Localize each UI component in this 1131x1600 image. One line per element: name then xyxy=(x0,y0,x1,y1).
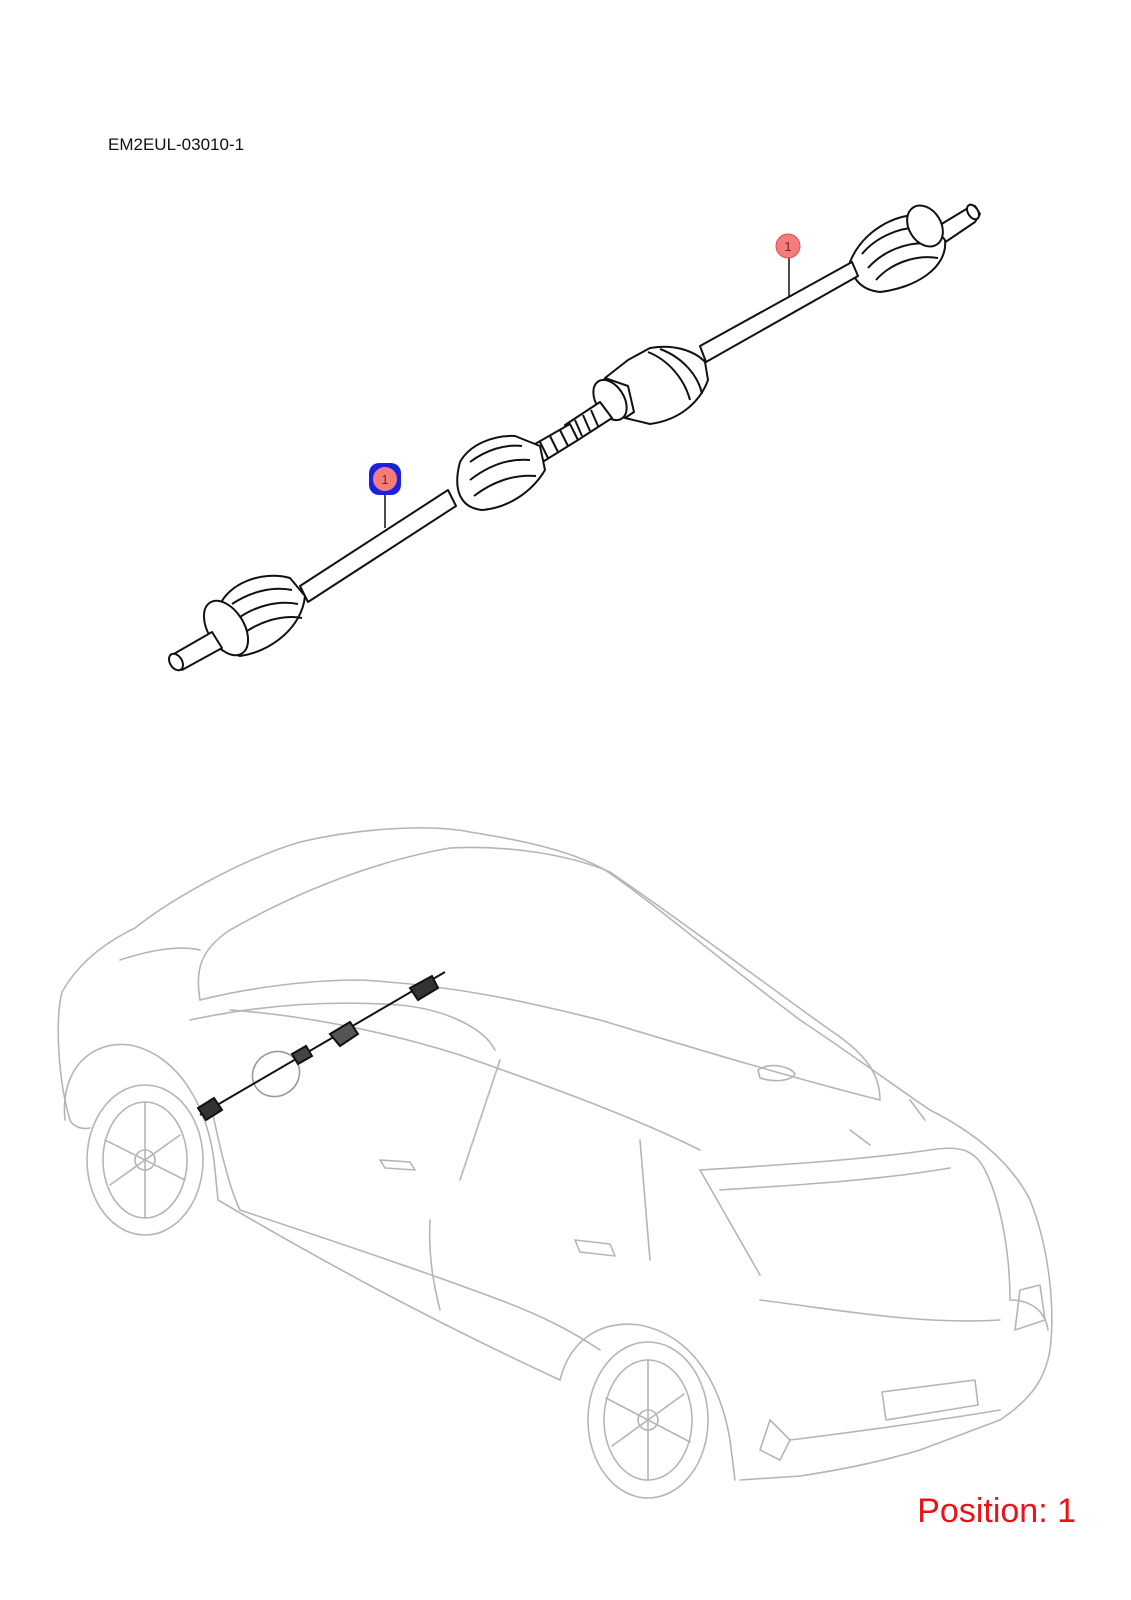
callout-1-selected-hotspot[interactable]: 1 xyxy=(369,463,401,495)
callout-1-label: 1 xyxy=(784,239,791,254)
vehicle-locator-illustration xyxy=(57,827,1053,1499)
callout-1-selected-label: 1 xyxy=(381,472,388,487)
diagram-code: EM2EUL-03010-1 xyxy=(108,135,245,154)
drive-shaft-illustration xyxy=(168,203,981,672)
vehicle-shaft-location xyxy=(196,971,446,1122)
callout-1-hotspot[interactable]: 1 xyxy=(775,233,801,259)
position-label: Position: 1 xyxy=(917,1492,1076,1530)
